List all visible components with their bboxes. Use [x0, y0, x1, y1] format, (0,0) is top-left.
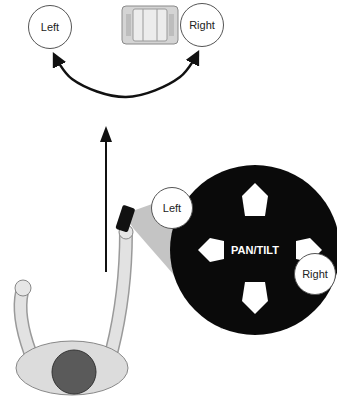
direction-circle: Left [28, 5, 72, 49]
direction-circle: Right [294, 253, 336, 295]
direction-circle: Left [151, 187, 193, 229]
node-label: PAN/TILT [231, 244, 279, 256]
direction-circle: Right [180, 3, 224, 47]
node-label: Right [189, 19, 215, 31]
direction-arrow [100, 126, 112, 272]
node-label: Right [302, 268, 328, 280]
node-label: Left [163, 202, 181, 214]
camera-symbol [122, 6, 178, 44]
person-figure [15, 205, 135, 395]
swing-arrow [54, 53, 198, 97]
button-closeup: PAN/TILT [170, 165, 337, 335]
node-label: Left [41, 21, 59, 33]
